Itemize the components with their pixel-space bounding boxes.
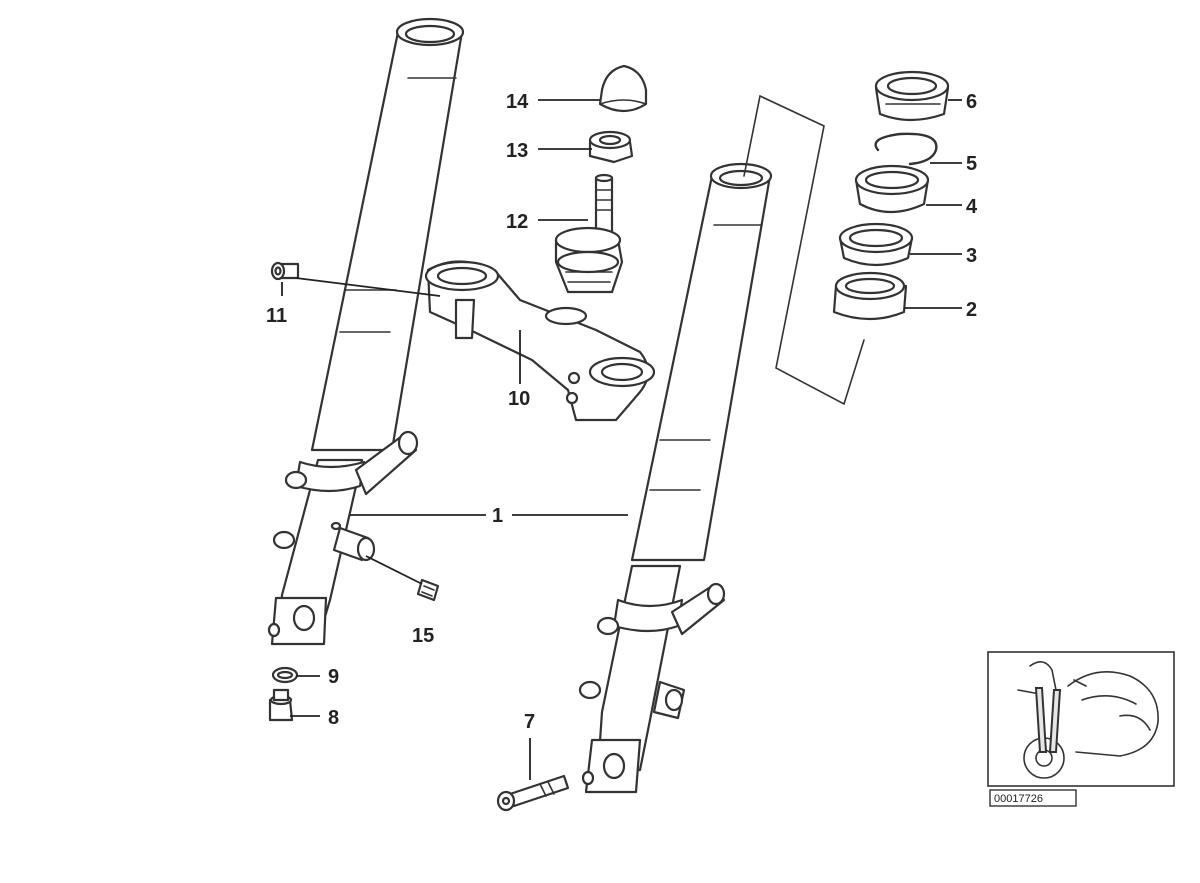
callout-12: 12 bbox=[506, 211, 528, 233]
slotted-nut bbox=[874, 70, 950, 122]
callout-3: 3 bbox=[966, 245, 977, 267]
steering-stem bbox=[554, 173, 624, 294]
motorcycle-thumbnail bbox=[1017, 661, 1159, 779]
callout-10: 10 bbox=[508, 388, 530, 410]
fork-bridge bbox=[424, 260, 656, 422]
locator-inset: 00017726 bbox=[987, 651, 1175, 807]
lower-bearing bbox=[838, 222, 914, 267]
callout-1: 1 bbox=[492, 505, 503, 527]
bearing-group-frame bbox=[743, 95, 865, 406]
axle-bolt-7 bbox=[496, 774, 570, 812]
sleeve-nut bbox=[588, 130, 634, 164]
seal-ring bbox=[832, 271, 908, 321]
o-ring-9 bbox=[271, 666, 299, 684]
callout-7: 7 bbox=[524, 711, 535, 733]
callout-14: 14 bbox=[506, 91, 529, 113]
callout-9: 9 bbox=[328, 666, 339, 688]
callout-4: 4 bbox=[966, 196, 978, 218]
screw-8 bbox=[268, 688, 294, 722]
callout-11: 11 bbox=[266, 305, 287, 327]
circlip bbox=[874, 132, 938, 166]
diagram-code: 00017726 bbox=[994, 793, 1043, 805]
right-fork-leg bbox=[578, 162, 773, 794]
callout-15: 15 bbox=[412, 625, 434, 647]
left-fork-leg bbox=[267, 17, 465, 646]
leader-lines bbox=[281, 99, 962, 780]
callout-2: 2 bbox=[966, 299, 977, 321]
callout-8: 8 bbox=[328, 707, 339, 729]
callout-13: 13 bbox=[506, 140, 528, 162]
callout-6: 6 bbox=[966, 91, 977, 113]
callout-5: 5 bbox=[966, 153, 977, 175]
cap bbox=[598, 64, 648, 113]
callout-labels: 14 13 12 11 10 1 15 9 8 7 6 5 4 3 2 bbox=[266, 91, 978, 733]
stud-15 bbox=[416, 578, 440, 602]
upper-bearing bbox=[854, 164, 930, 214]
bolt-11 bbox=[270, 261, 300, 281]
